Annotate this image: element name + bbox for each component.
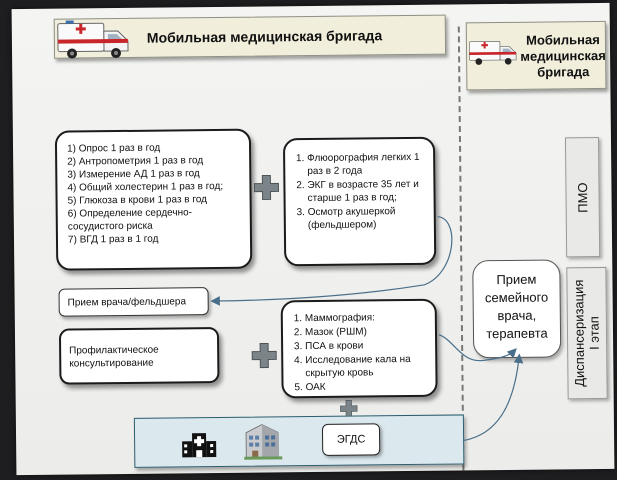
arrow-tests-to-doctor (438, 334, 517, 362)
ambulance-icon (57, 20, 129, 59)
slide: Мобильная медицинская бригада Мобильная … (11, 2, 615, 476)
arrow-bar-to-doctor (464, 353, 524, 442)
ambulance-icon-small (468, 41, 517, 65)
plus-icon (253, 174, 280, 201)
arrow-exams-to-reception (210, 216, 453, 306)
plus-icon (251, 342, 277, 369)
connector-arrows (210, 216, 524, 442)
hospital-icon (182, 433, 217, 458)
clinic-building-icon (244, 424, 283, 460)
